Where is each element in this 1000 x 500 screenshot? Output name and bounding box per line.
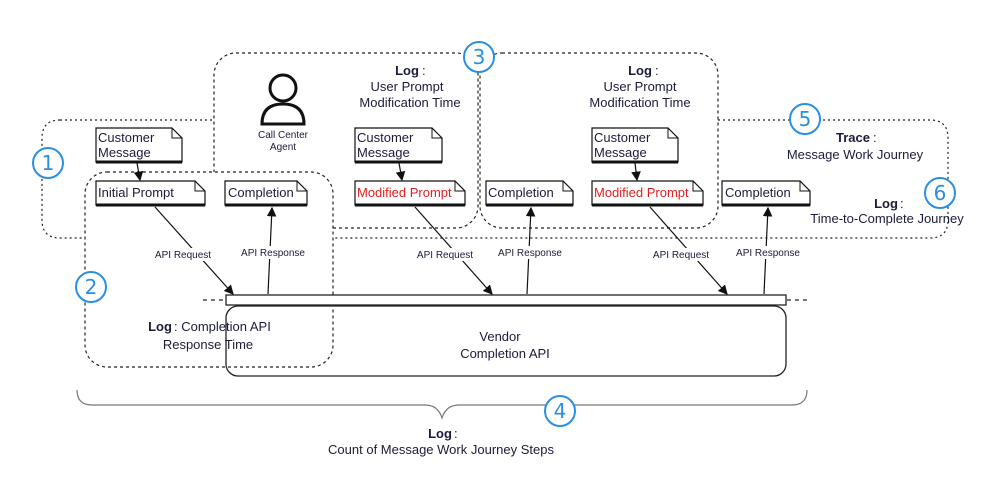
message-to-prompt-arrow xyxy=(395,162,406,182)
log-keyword: Log xyxy=(874,196,898,211)
svg-text:API Request: API Request xyxy=(155,250,211,261)
badge-6: 6 xyxy=(924,177,956,209)
log-user-prompt-mod-line1: User Prompt xyxy=(604,79,677,94)
completion-doc-1: Completion xyxy=(224,180,308,207)
log-user-prompt-mod-line1: User Prompt xyxy=(371,79,444,94)
svg-text:Initial Prompt: Initial Prompt xyxy=(98,185,174,200)
log-user-prompt-mod-line2: Modification Time xyxy=(359,95,460,110)
api-response-label: API Response xyxy=(240,246,306,259)
message-to-prompt-arrow xyxy=(631,162,641,182)
svg-text:API Response: API Response xyxy=(498,248,562,259)
log-keyword: Log xyxy=(148,319,172,334)
svg-text:Modified Prompt: Modified Prompt xyxy=(594,185,689,200)
region-3-left-boundary xyxy=(213,52,479,229)
log-keyword: Log xyxy=(628,63,652,78)
trace-keyword: Trace xyxy=(836,130,870,145)
svg-text:3: 3 xyxy=(473,45,486,69)
trace-colon: : xyxy=(873,130,877,145)
svg-text:API Request: API Request xyxy=(653,250,709,261)
svg-text:API Response: API Response xyxy=(736,248,800,259)
log-keyword: Log xyxy=(428,426,452,441)
badge-2: 2 xyxy=(75,271,107,303)
agent-label: Call Center xyxy=(258,130,309,141)
svg-text:Completion: Completion xyxy=(488,185,554,200)
modified-prompt-doc-1: Modified Prompt xyxy=(354,180,466,207)
vendor-sublabel: Completion API xyxy=(460,346,550,361)
log-time-to-complete: Time-to-Complete Journey xyxy=(810,211,964,226)
log-count-steps: Count of Message Work Journey Steps xyxy=(328,442,554,457)
initial-prompt-doc: Initial Prompt xyxy=(95,180,206,207)
message-to-prompt-arrow xyxy=(133,162,144,182)
svg-text:API Request: API Request xyxy=(417,250,473,261)
log-colon: : xyxy=(422,63,426,78)
completion-doc-2: Completion xyxy=(485,180,574,207)
region-1-boundary xyxy=(41,119,215,239)
svg-text:Message: Message xyxy=(98,145,151,160)
journey-steps-brace xyxy=(76,389,808,421)
modified-prompt-doc-2: Modified Prompt xyxy=(591,180,704,207)
svg-text:Completion: Completion xyxy=(228,185,294,200)
trace-text: Message Work Journey xyxy=(787,147,924,162)
svg-text:API Response: API Response xyxy=(241,248,305,259)
log-colon: : xyxy=(454,426,458,441)
svg-text:Modified Prompt: Modified Prompt xyxy=(357,185,452,200)
svg-text:2: 2 xyxy=(85,275,98,299)
log-colon: : xyxy=(655,63,659,78)
api-request-label: API Request xyxy=(414,248,476,261)
api-request-label: API Request xyxy=(152,248,214,261)
svg-text:1: 1 xyxy=(42,151,55,175)
svg-text:Customer: Customer xyxy=(357,130,414,145)
api-response-label: API Response xyxy=(735,246,801,259)
svg-text:6: 6 xyxy=(934,181,947,205)
log-user-prompt-mod-line2: Modification Time xyxy=(589,95,690,110)
log-colon: : xyxy=(900,196,904,211)
svg-text:5: 5 xyxy=(799,107,812,131)
api-request-label: API Request xyxy=(650,248,712,261)
svg-text:Customer: Customer xyxy=(98,130,155,145)
badge-1: 1 xyxy=(32,147,64,179)
badge-4: 4 xyxy=(544,395,576,427)
region-3-right-boundary xyxy=(479,52,719,229)
vendor-completion-api-box xyxy=(225,305,787,377)
svg-text:Message: Message xyxy=(357,145,410,160)
completion-doc-3: Completion xyxy=(721,180,811,207)
api-response-label: API Response xyxy=(497,246,563,259)
person-icon xyxy=(260,73,306,126)
log-completion-api-line2: Response Time xyxy=(163,337,253,352)
customer-message-doc-3: Customer Message xyxy=(591,127,679,164)
agent-sublabel: Agent xyxy=(270,142,296,153)
vendor-label: Vendor xyxy=(479,329,521,344)
svg-text:Customer: Customer xyxy=(594,130,651,145)
badge-5: 5 xyxy=(789,103,821,135)
svg-text:Message: Message xyxy=(594,145,647,160)
log-completion-api-line1: : Completion API xyxy=(174,319,271,334)
customer-message-doc-2: Customer Message xyxy=(354,127,443,164)
customer-message-doc-1: Customer Message xyxy=(95,127,183,164)
log-keyword: Log xyxy=(395,63,419,78)
badge-3: 3 xyxy=(463,41,495,73)
svg-text:4: 4 xyxy=(554,399,567,423)
api-gateway-bar xyxy=(225,294,787,306)
svg-text:Completion: Completion xyxy=(725,185,791,200)
